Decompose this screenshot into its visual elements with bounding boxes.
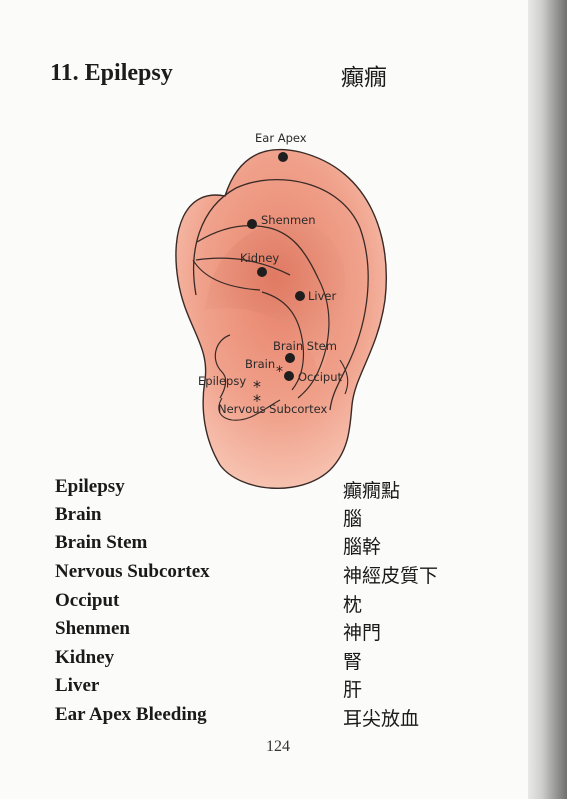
legend-english: Kidney — [55, 647, 115, 668]
crus-line — [192, 259, 261, 291]
svg-text:Brain: Brain — [245, 357, 275, 371]
legend-english: Nervous Subcortex — [55, 561, 210, 582]
concha-region — [205, 221, 346, 378]
legend-row: Ear Apex Bleeding 耳尖放血 — [55, 704, 515, 732]
brain-point: * Brain — [245, 357, 283, 380]
antihelix-ridge — [297, 277, 330, 399]
legend-row: Epilepsy 癲癇點 — [55, 476, 515, 504]
page-edge-shadow — [528, 0, 567, 799]
legend-chinese: 枕 — [343, 594, 363, 616]
legend-row: Occiput 枕 — [55, 590, 515, 618]
legend-chinese: 腎 — [343, 651, 363, 673]
legend-row: Shenmen 神門 — [55, 618, 515, 646]
helix-line — [193, 178, 369, 411]
legend-row: Brain 腦 — [55, 504, 515, 532]
page-title-chinese: 癲癇 — [341, 65, 387, 91]
shenmen-point: Shenmen — [247, 213, 316, 229]
legend-chinese: 癲癇點 — [343, 480, 401, 502]
svg-text:Epilepsy: Epilepsy — [198, 374, 246, 388]
legend-chinese: 肝 — [343, 679, 363, 701]
brain-stem-point: Brain Stem — [273, 339, 337, 363]
kidney-point: Kidney — [240, 251, 279, 277]
svg-text:Kidney: Kidney — [240, 251, 279, 265]
ear-diagram: Ear Apex Shenmen Kidney Liver Brain Stem… — [175, 131, 388, 489]
page-number: 124 — [266, 738, 290, 755]
svg-text:Occiput: Occiput — [298, 370, 342, 384]
svg-text:Nervous Subcortex: Nervous Subcortex — [218, 402, 328, 416]
nervous-subcortex-point: * Nervous Subcortex — [218, 391, 328, 416]
legend-chinese: 腦 — [343, 508, 363, 530]
concha-line — [214, 334, 231, 399]
legend-chinese: 腦幹 — [343, 536, 382, 558]
legend-chinese: 耳尖放血 — [343, 708, 420, 730]
epilepsy-point: * Epilepsy — [198, 374, 261, 396]
antihelix-body — [261, 291, 305, 391]
svg-text:*: * — [276, 364, 283, 380]
antitragus-line — [218, 397, 281, 421]
svg-text:Ear Apex: Ear Apex — [255, 131, 307, 145]
antihelix-upper-crus — [196, 225, 319, 279]
svg-text:Shenmen: Shenmen — [261, 213, 316, 227]
liver-point: Liver — [295, 289, 336, 303]
legend-chinese: 神經皮質下 — [343, 565, 439, 587]
legend-english: Liver — [55, 675, 100, 696]
legend-row: Brain Stem 腦幹 — [55, 532, 515, 560]
intertragic-notch — [339, 359, 349, 395]
legend-row: Liver 肝 — [55, 675, 515, 703]
svg-text:Liver: Liver — [308, 289, 336, 303]
page-title: 11. Epilepsy — [50, 60, 173, 86]
legend-english: Shenmen — [55, 618, 130, 639]
legend-english: Epilepsy — [55, 476, 125, 497]
ear-apex-point: Ear Apex — [255, 131, 307, 162]
legend-row: Kidney 腎 — [55, 647, 515, 675]
legend-english: Ear Apex Bleeding — [55, 704, 207, 725]
svg-text:Brain Stem: Brain Stem — [273, 339, 337, 353]
legend-english: Brain — [55, 504, 102, 525]
antihelix-lower-crus — [195, 257, 291, 276]
legend-english: Occiput — [55, 590, 120, 611]
legend-chinese: 神門 — [343, 622, 382, 644]
svg-text:*: * — [253, 377, 261, 396]
svg-text:*: * — [253, 391, 261, 410]
occiput-point: Occiput — [284, 370, 342, 384]
legend-english: Brain Stem — [55, 532, 148, 553]
legend-row: Nervous Subcortex 神經皮質下 — [55, 561, 515, 589]
